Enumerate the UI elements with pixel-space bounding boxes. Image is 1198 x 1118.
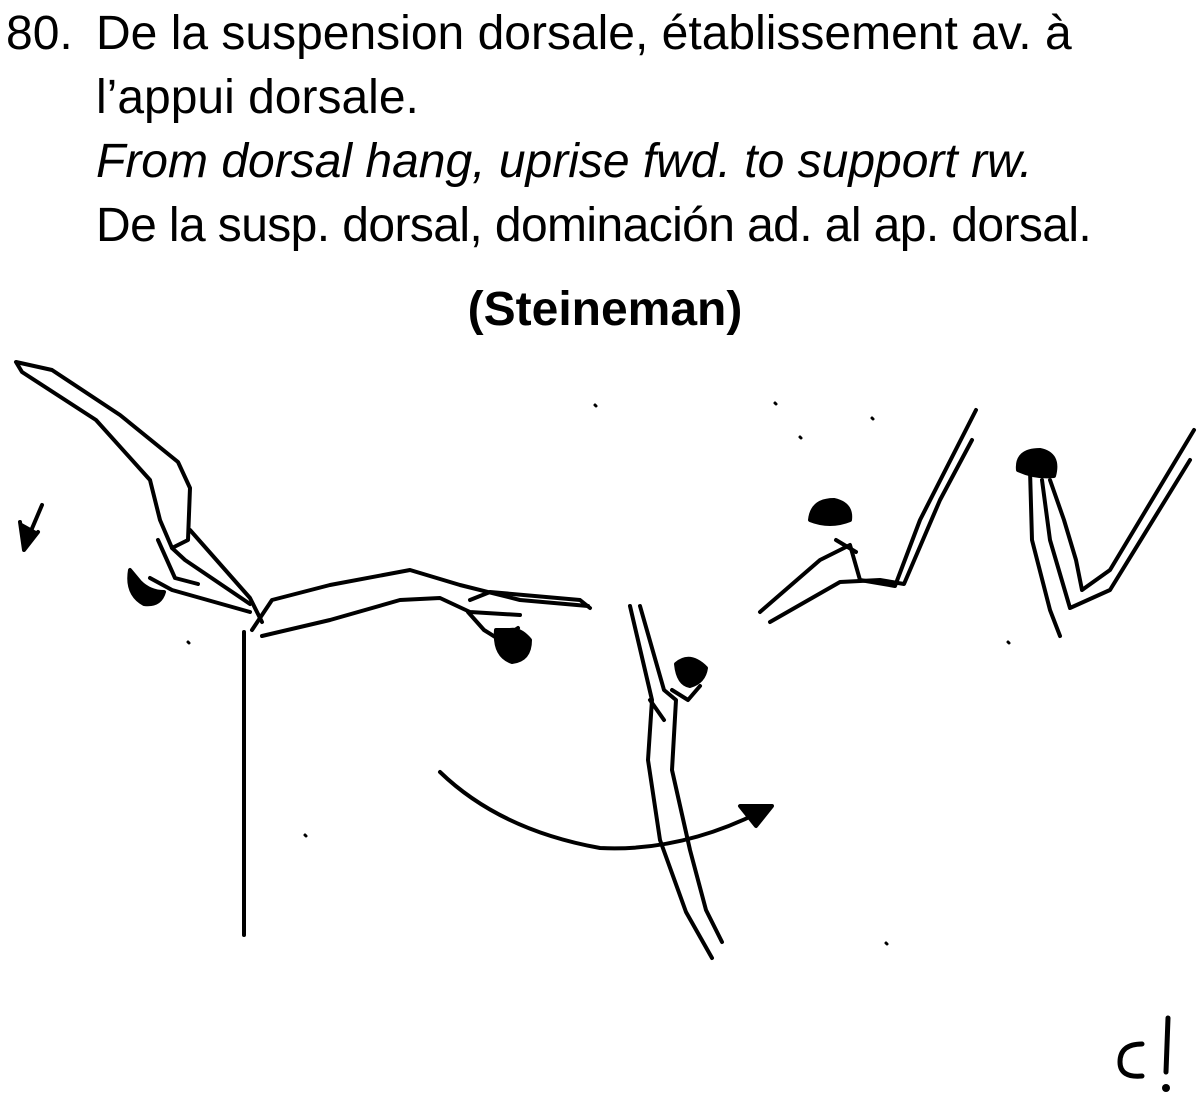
english-line: From dorsal hang, uprise fwd. to support…: [96, 130, 1196, 194]
corner-mark: [1110, 1010, 1190, 1100]
element-description: De la suspension dorsale, établissement …: [96, 2, 1196, 258]
corner-mark-glyph: [1110, 1010, 1190, 1100]
figure-3-vertical: [630, 606, 722, 958]
figure-5-head: [1018, 450, 1056, 476]
spanish-line: De la susp. dorsal, dominación ad. al ap…: [96, 194, 1196, 258]
figure-4-rise: [760, 410, 976, 622]
french-line-2: l’appui dorsale.: [96, 66, 1196, 130]
figure-4-head: [810, 500, 850, 524]
french-line-1: De la suspension dorsale, établissement …: [96, 2, 1196, 66]
figure-1-head: [129, 570, 164, 604]
figure-3-head: [676, 659, 706, 686]
figure-2-swing: [252, 570, 590, 640]
figure-2-head: [496, 630, 530, 662]
element-name: (Steineman): [0, 278, 1198, 342]
swing-arc-arrow: [440, 772, 760, 848]
element-number: 80.: [6, 2, 73, 66]
gymnast-sequence-illustration: [0, 340, 1198, 980]
